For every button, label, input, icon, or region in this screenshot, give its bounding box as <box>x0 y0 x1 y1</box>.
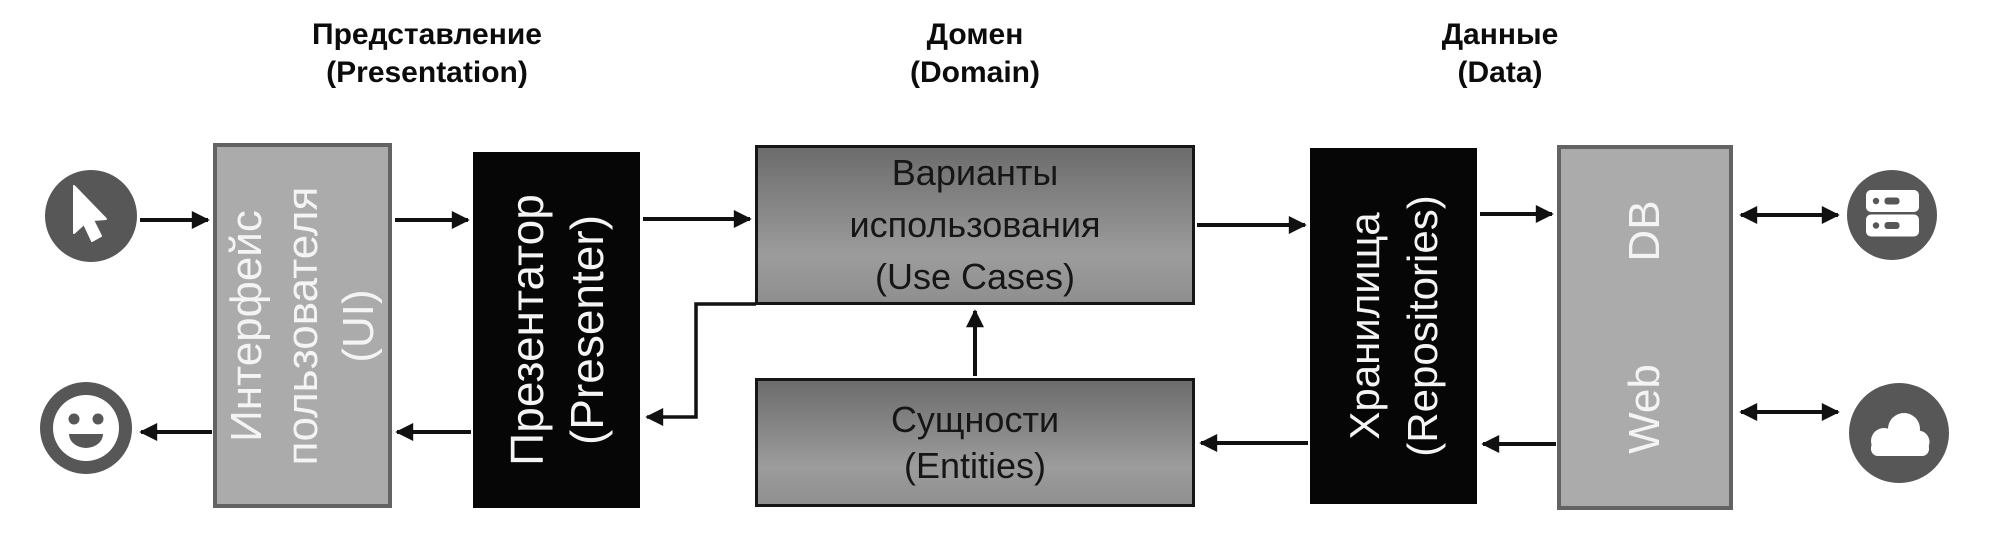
header-domain-en: (Domain) <box>910 56 1040 89</box>
header-domain: Домен (Domain) <box>795 16 1155 92</box>
header-presentation: Представление (Presentation) <box>247 16 607 92</box>
header-presentation-ru: Представление <box>312 18 542 51</box>
header-domain-ru: Домен <box>926 18 1024 51</box>
use-cases-label-line2: использования <box>849 204 1101 245</box>
header-data-en: (Data) <box>1457 56 1543 89</box>
data-sources-box: DB Web <box>1557 145 1733 510</box>
server-icon <box>1847 170 1937 260</box>
header-data-ru: Данные <box>1441 18 1559 51</box>
cloud-icon <box>1849 383 1949 483</box>
smiley-icon <box>40 382 132 474</box>
use-cases-box: Варианты использования (Use Cases) <box>755 145 1195 305</box>
entities-label-line1: Сущности <box>890 398 1060 440</box>
entities-box: Сущности (Entities) <box>755 378 1195 507</box>
ui-box: Интерфейс пользователя (UI) <box>213 143 392 508</box>
repositories-box: Хранилища (Repositories) <box>1310 148 1477 504</box>
arrow-usecases-to-presenter-elbow <box>645 302 756 426</box>
presenter-box: Презентатор (Presenter) <box>473 152 640 508</box>
entities-label-line2: (Entities) <box>903 444 1047 486</box>
header-data: Данные (Data) <box>1320 16 1680 92</box>
header-presentation-en: (Presentation) <box>326 56 528 89</box>
use-cases-label-line1: Варианты <box>891 152 1059 193</box>
use-cases-label-line3: (Use Cases) <box>874 256 1076 297</box>
cursor-icon <box>45 170 137 262</box>
